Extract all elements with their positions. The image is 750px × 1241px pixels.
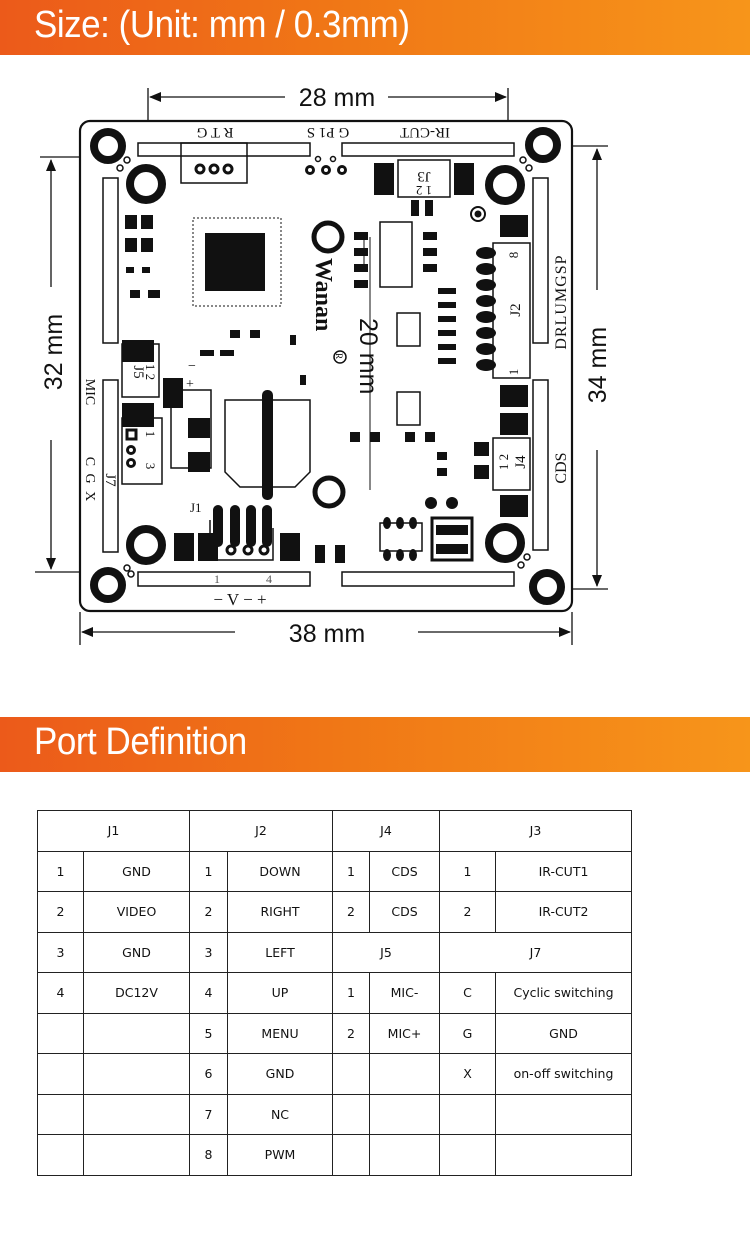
label-j1-pin1: 1 [214, 572, 220, 586]
label-j2-pin8: 8 [506, 252, 521, 259]
port-banner: Port Definition [0, 717, 750, 772]
dimension-inner-label: 20 mm [354, 318, 382, 394]
dimension-bottom-label: 38 mm [289, 620, 365, 648]
dimension-top-label: 28 mm [299, 84, 375, 112]
label-j2: J2 [508, 303, 524, 316]
label-j7-pin1: 1 [143, 431, 158, 438]
pcb-outline [78, 119, 574, 613]
label-rtg: R T G [196, 124, 233, 140]
label-minus: − [188, 359, 196, 374]
hole-icon [126, 525, 166, 565]
hole-icon [90, 128, 126, 164]
header-j5: J5 [332, 931, 440, 973]
dimension-top: 28 mm [147, 84, 509, 165]
label-mic: MIC [82, 379, 97, 405]
hole-icon [525, 127, 561, 163]
size-title: Size: (Unit: mm / 0.3mm) [34, 4, 410, 46]
hole-icon [126, 164, 166, 204]
dimension-bottom: 38 mm [79, 612, 573, 648]
label-j5-pins: 1 2 [143, 364, 158, 380]
hole-icon [90, 567, 126, 603]
mounting-holes [90, 127, 565, 605]
header-j2: J2 [189, 810, 333, 852]
label-j2-pin1: 1 [506, 369, 521, 376]
label-ircut: IR-CUT [400, 124, 450, 140]
label-j3: J3 [417, 168, 430, 184]
label-j4-pins: 1 2 [496, 454, 511, 470]
label-j7-pin3: 3 [143, 463, 158, 470]
dimension-right-label: 34 mm [584, 327, 612, 403]
dimension-left-label: 32 mm [40, 314, 68, 390]
header-j3: J3 [439, 810, 632, 852]
header-j7: J7 [439, 931, 632, 973]
hole-icon [485, 523, 525, 563]
label-j5: J5 [130, 365, 146, 378]
label-gpis: G P1 S [307, 124, 350, 140]
label-j1: J1 [190, 500, 202, 515]
label-j4: J4 [513, 455, 529, 469]
label-drlumgsp: DRLUMGSP [553, 254, 570, 349]
port-title: Port Definition [34, 721, 247, 763]
hole-icon [529, 569, 565, 605]
label-j1-pin4: 4 [266, 572, 272, 586]
label-power: − V − + [213, 590, 266, 609]
label-j7: J7 [102, 473, 118, 487]
hole-icon [312, 475, 346, 509]
brand-logo: Wanan [310, 258, 336, 331]
registered-mark: R [334, 353, 344, 359]
label-plus: + [186, 377, 194, 392]
header-j1: J1 [37, 810, 190, 852]
smd-pads [122, 163, 528, 563]
label-j3-pins: 1 2 [416, 183, 432, 198]
table-header-row: J1 J2 J4 J3 [37, 810, 632, 852]
main-chip [192, 217, 282, 307]
header-j4: J4 [332, 810, 440, 852]
label-cgx: C G X [82, 457, 97, 504]
hole-icon [485, 165, 525, 205]
size-banner: Size: (Unit: mm / 0.3mm) [0, 0, 750, 55]
pcb-dimension-diagram: 28 mm 38 mm 32 mm 34 mm [35, 84, 612, 648]
dimension-right: 34 mm [545, 145, 612, 590]
label-cds: CDS [553, 452, 570, 483]
hole-icon [311, 220, 345, 254]
